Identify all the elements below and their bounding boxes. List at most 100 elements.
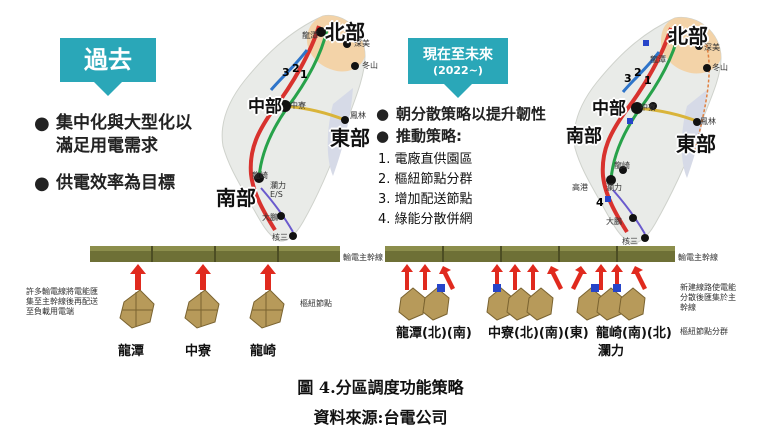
- left-label-es: E/S: [270, 190, 283, 199]
- left-bullet-2-text: 供電效率為目標: [56, 173, 175, 193]
- left-node-longtan: 龍潭: [118, 344, 145, 359]
- right-label-dapeng: 大鵬: [606, 217, 622, 226]
- strategy-item-2: 2. 樞紐節點分群: [378, 172, 473, 187]
- right-node-longqi: 龍崎(南)(北): [596, 326, 672, 341]
- r-blue-node-3: [605, 196, 611, 202]
- left-note-line-1: 許多輸電線將電能匯: [26, 287, 98, 296]
- right-map-land: [573, 16, 722, 244]
- left-note-line-3: 至負載用電端: [26, 307, 74, 316]
- r-blue-node-2: [627, 118, 633, 124]
- left-label-dongshan: 冬山: [362, 61, 378, 70]
- right-label-longqi: 龍崎: [614, 161, 630, 170]
- right-purple-line: [612, 189, 646, 235]
- right-number-3: 3: [624, 72, 632, 85]
- bullet-dot: ●: [34, 113, 50, 134]
- node-shenmei: [343, 40, 351, 48]
- right-number-1: 1: [644, 74, 652, 87]
- arrow-up-2: [195, 264, 211, 290]
- right-label-shenmei: 深美: [704, 43, 720, 52]
- bullet-dot: ●: [34, 173, 50, 194]
- right-number-2: 2: [634, 66, 642, 79]
- left-number-3: 3: [282, 66, 290, 79]
- node-north: [316, 27, 326, 37]
- right-label-lanli: 瀾力: [606, 183, 622, 192]
- right-node-clusters: [398, 284, 646, 321]
- cluster-group-zhongliao: [486, 284, 554, 321]
- right-yellow-line: [636, 106, 700, 124]
- r-node-shenmei: [695, 42, 703, 50]
- left-node-label: 樞紐節點: [300, 299, 332, 308]
- right-region-north: 北部: [668, 24, 708, 48]
- right-region-east: 東部: [676, 132, 716, 156]
- right-node-zhongliao: 中寮(北)(南)(東): [488, 326, 589, 341]
- r-node-south-2: [619, 166, 627, 174]
- left-bullet-2: ● 供電效率為目標: [34, 172, 175, 195]
- node-central: [279, 100, 291, 112]
- right-label-fenglin: 鳳林: [700, 117, 716, 126]
- left-label-zhongliao: 中寮: [290, 101, 306, 110]
- left-red-line: [248, 25, 321, 232]
- left-label-fenglin: 鳳林: [350, 111, 366, 120]
- node-dapeng: [277, 212, 285, 220]
- r-node-south: [606, 175, 616, 185]
- left-number-2: 2: [292, 62, 300, 75]
- left-label-lanli: 瀾力: [270, 181, 286, 190]
- cluster-longtan: [119, 289, 155, 329]
- cluster-longqi: [249, 289, 285, 329]
- right-number-4: 4: [596, 196, 604, 209]
- cluster-zhongliao: [184, 289, 220, 329]
- cluster-group-longtan: [398, 284, 450, 321]
- strategy-item-1: 1. 電廠直供園區: [378, 152, 473, 167]
- right-bullet-1: ● 朝分散策略以提升韌性: [376, 104, 546, 124]
- left-taiwan-map: [221, 14, 366, 242]
- right-label-longtan: 龍潭: [650, 55, 666, 64]
- left-label-longtan: 龍潭: [302, 31, 318, 40]
- past-banner: 過去: [60, 38, 156, 96]
- left-number-1: 1: [300, 68, 308, 81]
- future-banner-sub: (2022~): [433, 64, 483, 77]
- left-label-shenmei: 深美: [354, 39, 370, 48]
- right-note-line-3: 幹線: [680, 303, 696, 312]
- left-map-east-region: [327, 88, 353, 176]
- arrow-up-3: [260, 264, 276, 290]
- left-blue-line: [269, 49, 309, 91]
- left-region-east: 東部: [330, 126, 370, 150]
- left-purple-line: [260, 187, 294, 233]
- arrow-up-1: [130, 264, 146, 290]
- r-node-central-2: [649, 102, 657, 110]
- right-label-dongshan: 冬山: [712, 63, 728, 72]
- left-label-dapeng: 大鵬: [262, 213, 278, 222]
- right-taiwan-map: [573, 16, 722, 244]
- bullet-dot: ●: [376, 127, 390, 145]
- left-node-clusters: [119, 289, 285, 329]
- left-map-land: [221, 14, 366, 242]
- r-node-dapeng: [629, 214, 637, 222]
- r-node-central: [631, 102, 643, 114]
- right-trunk-line: [385, 246, 675, 262]
- right-arrows: [401, 264, 647, 290]
- right-label-zhongliao: 中寮: [640, 103, 656, 112]
- right-region-central: 中部: [592, 99, 626, 119]
- left-bullet-1b-text: 滿足用電需求: [56, 136, 158, 156]
- past-banner-label: 過去: [84, 46, 132, 74]
- right-trunk-label: 輸電主幹線: [678, 253, 718, 262]
- strategy-item-3: 3. 增加配送節點: [378, 192, 473, 207]
- right-map-east-region: [681, 90, 707, 178]
- right-label-gaogang: 高港: [572, 183, 588, 192]
- right-node-lanli: 瀾力: [598, 344, 625, 359]
- future-banner: 現在至未來 (2022~): [408, 38, 508, 98]
- left-bullet-1-text: 集中化與大型化以: [56, 113, 192, 133]
- cluster-group-longqi: [576, 284, 646, 321]
- bullet-dot: ●: [376, 105, 390, 123]
- left-bullet-1-cont: 滿足用電需求: [56, 135, 158, 158]
- right-strategy-title: 推動策略:: [396, 127, 462, 145]
- right-note-line-2: 分散後匯集於主: [680, 293, 736, 302]
- left-label-heisan: 核三: [272, 233, 288, 242]
- node-heisan: [289, 232, 297, 240]
- figure-caption-source: 資料來源:台電公司: [313, 408, 448, 427]
- r-node-north: [668, 29, 678, 39]
- right-label-heisan: 核三: [622, 237, 638, 246]
- right-bullet-2: ● 推動策略:: [376, 126, 462, 146]
- r-node-dongshan: [703, 64, 711, 72]
- left-node-zhongliao: 中寮: [185, 344, 212, 359]
